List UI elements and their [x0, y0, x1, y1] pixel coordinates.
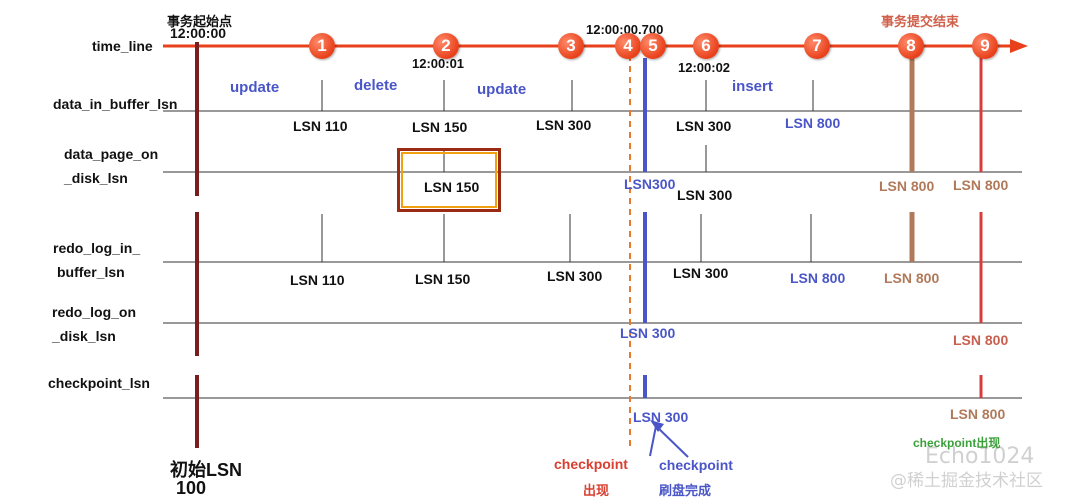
op-update-1: update [230, 79, 280, 96]
watermark-author: Echo1024 [925, 444, 1035, 469]
lsn-rlb-800a: LSN 800 [790, 270, 846, 286]
lsn-rlb-800b: LSN 800 [884, 270, 940, 286]
time-t2: 12:00:01 [412, 56, 465, 71]
op-update-2: update [477, 81, 527, 98]
lsn-rlb-150: LSN 150 [415, 271, 471, 287]
end-label: 事务提交结束 [881, 14, 960, 29]
row-label-redo-log-in-buffer-2: buffer_lsn [57, 264, 125, 280]
flush-arrow-head [650, 420, 664, 432]
lsn-disk-300b: LSN 300 [677, 187, 733, 203]
initial-lsn-value: 100 [176, 478, 207, 498]
lsn-buf-300b: LSN 300 [676, 118, 732, 134]
row-label-redo-log-on-disk-1: redo_log_on [52, 304, 137, 320]
flush-arrow-line-2 [649, 425, 657, 457]
time-t45: 12:00:00.700 [586, 22, 664, 37]
event-circle-2: 2 [433, 33, 459, 59]
start-label: 事务起始点 [167, 14, 233, 29]
event-circle-4: 4 [615, 33, 641, 59]
event-circle-9: 9 [972, 33, 998, 59]
timeline-axis-label: time_line [92, 38, 153, 54]
op-insert: insert [732, 78, 773, 95]
lsn-disk-300a: LSN300 [624, 176, 676, 192]
event-circle-3: 3 [558, 33, 584, 59]
row-label-redo-log-in-buffer-1: redo_log_in_ [53, 240, 141, 256]
event-circle-8: 8 [898, 33, 924, 59]
event-circle-1: 1 [309, 33, 335, 59]
timeline-arrowhead [1010, 39, 1028, 53]
row-label-redo-log-on-disk-2: _disk_lsn [52, 328, 116, 344]
lsn-cp-300: LSN 300 [633, 409, 689, 425]
lsn-rlb-300b: LSN 300 [673, 265, 729, 281]
flush-arrow-line [655, 425, 689, 458]
lsn-buf-110: LSN 110 [293, 118, 348, 134]
lsn-cp-800: LSN 800 [950, 406, 1006, 422]
lsn-rlb-300: LSN 300 [547, 268, 603, 284]
row-label-checkpoint: checkpoint_lsn [48, 375, 150, 391]
row-label-data-page-on-disk-1: data_page_on [64, 146, 159, 162]
lsn-disk-800b: LSN 800 [953, 177, 1009, 193]
initial-lsn-label: 初始LSN [170, 460, 242, 480]
lsn-buf-800: LSN 800 [785, 115, 841, 131]
lsn-disk-800a: LSN 800 [879, 178, 935, 194]
event-circle-7: 7 [804, 33, 830, 59]
row-label-data-page-on-disk-2: _disk_lsn [64, 170, 128, 186]
lsn-buf-300: LSN 300 [536, 117, 592, 133]
event-circle-5: 5 [640, 33, 666, 59]
checkpoint-appear-green: checkpoint出现 [913, 436, 1001, 450]
checkpoint-appear-label-2: 出现 [583, 483, 610, 498]
row-label-data-in-buffer: data_in_buffer_lsn [53, 96, 178, 112]
time-t6: 12:00:02 [678, 60, 731, 75]
checkpoint-flush-label: checkpoint [659, 457, 733, 473]
lsn-buf-150: LSN 150 [412, 119, 468, 135]
op-delete: delete [354, 77, 398, 94]
lsn-rld-300: LSN 300 [620, 325, 676, 341]
start-time: 12:00:00 [170, 25, 227, 41]
checkpoint-appear-label: checkpoint [554, 456, 628, 472]
watermark-site: @稀土掘金技术社区 [890, 471, 1043, 491]
checkpoint-flush-label-2: 刷盘完成 [659, 483, 712, 498]
event-circle-6: 6 [693, 33, 719, 59]
lsn-rld-800: LSN 800 [953, 332, 1009, 348]
lsn-rlb-110: LSN 110 [290, 272, 345, 288]
highlight-box [397, 148, 501, 212]
lsn-disk-150: LSN 150 [424, 179, 480, 195]
